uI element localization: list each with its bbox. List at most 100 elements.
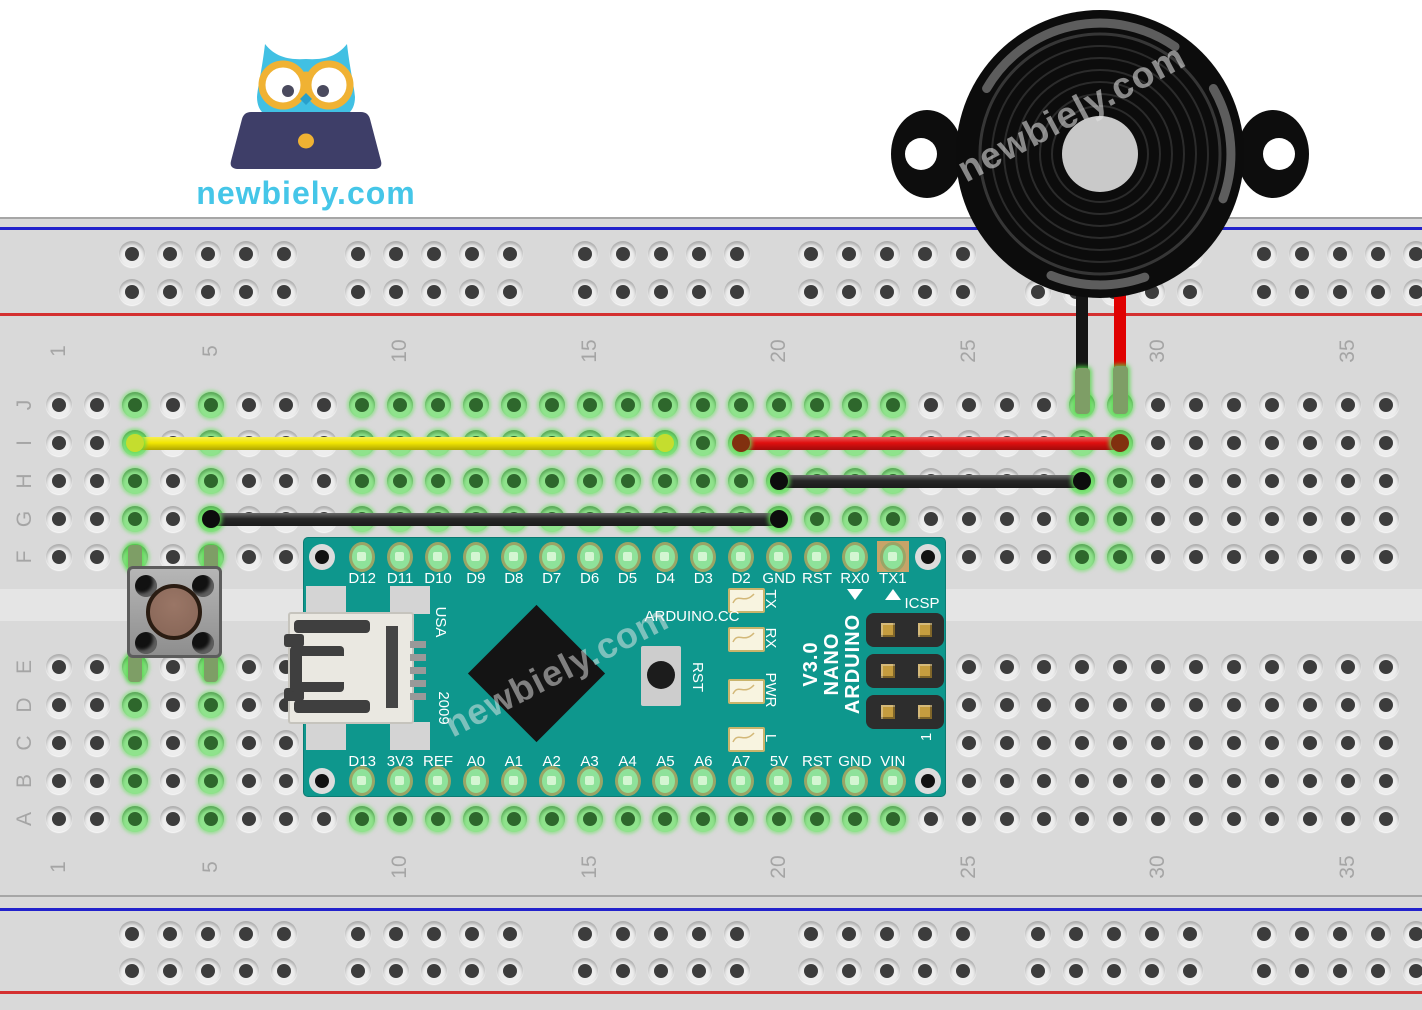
nano-pin-label-rst: RST (802, 753, 832, 770)
breadboard-hole (1031, 768, 1058, 794)
nano-pin-label-5v: 5V (769, 753, 789, 770)
icsp-header-row (866, 613, 944, 647)
led-squiggle (732, 684, 755, 695)
breadboard-hole (46, 392, 72, 418)
rail-hole (1403, 958, 1422, 984)
breadboard-hole (121, 506, 148, 532)
rail-hole (724, 279, 750, 305)
icsp-pin (918, 664, 932, 678)
nano-pin-label-d10: D10 (424, 570, 452, 587)
nano-pin-label-d2: D2 (731, 570, 751, 587)
breadboard-hole (1031, 806, 1058, 832)
breadboard-hole (1107, 692, 1134, 718)
nano-pin-label-a6: A6 (694, 753, 713, 770)
breadboard-hole (83, 506, 110, 532)
breadboard-hole (46, 692, 72, 718)
rail-hole (648, 921, 674, 947)
breadboard-hole (1220, 506, 1247, 532)
rail-hole (572, 241, 598, 267)
rail-hole (459, 241, 485, 267)
column-number-30: 30 (1146, 855, 1170, 879)
breadboard-hole (46, 654, 72, 680)
rail-hole (572, 279, 598, 305)
breadboard-hole (1372, 544, 1399, 570)
breadboard-hole (1220, 430, 1247, 456)
breadboard-hole (46, 468, 72, 494)
rail-hole (1365, 921, 1391, 947)
buzzer-rim-highlights (982, 18, 1236, 290)
breadboard-hole (1220, 730, 1247, 756)
breadboard-hole (1107, 806, 1134, 832)
rail-hole (874, 241, 900, 267)
column-number-15: 15 (577, 339, 601, 363)
breadboard-hole (159, 392, 186, 418)
breadboard-hole (1220, 392, 1247, 418)
bottom-rail-blue-line (0, 908, 1422, 911)
breadboard-hole (235, 392, 262, 418)
nano-led-rx (728, 627, 765, 652)
nano-pad-5v (766, 766, 793, 796)
nano-pad-a1 (500, 766, 527, 796)
breadboard-hole (993, 544, 1020, 570)
nano-pad-rst (804, 766, 830, 796)
breadboard-hole (1183, 430, 1209, 456)
glasses-left-lens (258, 60, 308, 110)
breadboard-hole (1372, 392, 1399, 418)
rail-hole (233, 921, 259, 947)
buzzer-rings (978, 32, 1222, 276)
rail-hole (157, 241, 183, 267)
nano-pin-label-tx1: TX1 (879, 570, 907, 587)
pushbutton-leg (203, 654, 218, 682)
breadboard-hole (197, 692, 224, 718)
rail-hole (798, 279, 824, 305)
breadboard-hole (1296, 544, 1323, 570)
nano-led-tx (728, 588, 765, 613)
breadboard-hole (1258, 430, 1285, 456)
nano-pin-label-a2: A2 (542, 753, 561, 770)
nano-pad-tx1 (879, 542, 906, 572)
rail-hole (233, 279, 259, 305)
nano-pin-label-rst: RST (802, 570, 832, 587)
bottom-rail-red-line (0, 991, 1422, 994)
owl-right-pupil (317, 85, 329, 97)
breadboard-hole (1031, 506, 1058, 532)
rail-hole (1403, 241, 1422, 267)
nano-led-label-rx: RX (762, 627, 779, 649)
breadboard-hole (159, 730, 186, 756)
nano-pin-label-rx0: RX0 (840, 570, 870, 587)
rail-hole (836, 241, 862, 267)
breadboard-hole (349, 806, 376, 832)
rail-hole (1327, 921, 1353, 947)
nano-icsp-label: ICSP (904, 595, 940, 612)
breadboard-hole (1372, 730, 1399, 756)
nano-pin-label-d13: D13 (348, 753, 376, 770)
nano-led-label-tx: TX (762, 589, 779, 609)
rail-hole (1177, 279, 1203, 305)
breadboard-hole (993, 692, 1020, 718)
rail-hole (497, 921, 523, 947)
rail-hole (345, 958, 371, 984)
breadboard-hole (311, 806, 338, 832)
nano-pin-label-3v3: 3V3 (386, 753, 414, 770)
rail-hole (912, 921, 938, 947)
rail-hole (383, 958, 409, 984)
piezo-buzzer (891, 10, 1309, 298)
pushbutton-leg (127, 654, 142, 682)
breadboard-hole (46, 430, 72, 456)
breadboard-hole (311, 392, 338, 418)
rail-hole (572, 958, 598, 984)
nano-pad-a5 (652, 766, 679, 796)
rail-hole (648, 279, 674, 305)
rail-hole (119, 921, 145, 947)
nano-pad-3v3 (387, 766, 414, 796)
buzzer-positive-leg-tip (1113, 366, 1129, 414)
nano-pin-label-a3: A3 (580, 753, 599, 770)
nano-pad-d13 (349, 766, 376, 796)
rail-hole (1139, 921, 1165, 947)
breadboard-hole (159, 806, 186, 832)
icsp-pin (881, 623, 895, 637)
breadboard-hole (1258, 654, 1285, 680)
nano-pin-label-ref: REF (423, 753, 453, 770)
breadboard-hole (500, 392, 527, 418)
